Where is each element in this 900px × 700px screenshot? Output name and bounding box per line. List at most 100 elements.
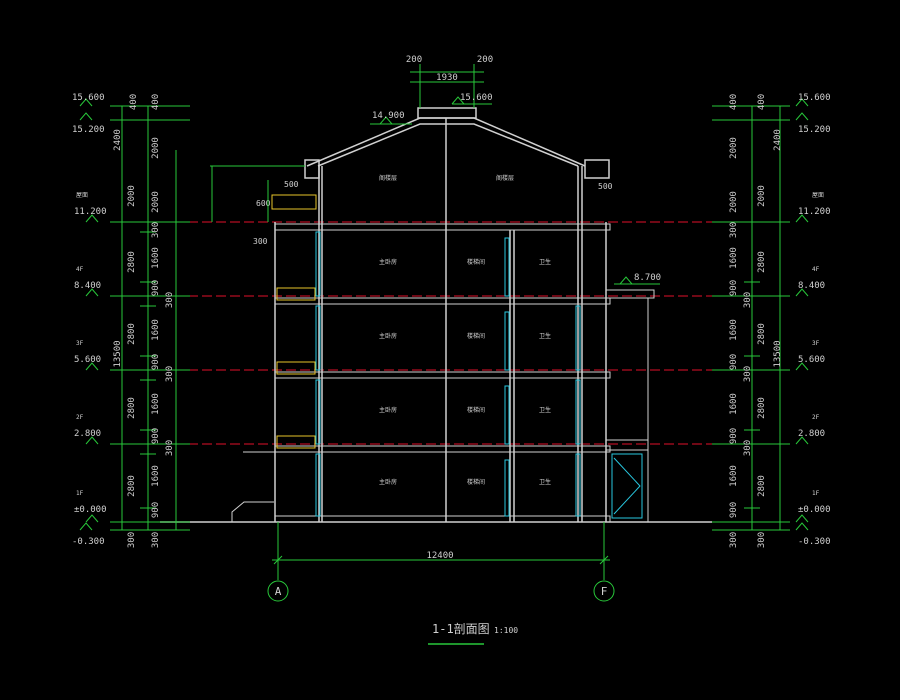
room-label: 卫生 xyxy=(539,332,551,340)
room-labels: 阁楼层 阁楼层 主卧房 楼梯间 卫生 主卧房 楼梯间 卫生 主卧房 楼梯间 卫生… xyxy=(379,174,551,486)
left-level-markers xyxy=(79,98,99,531)
dim-text: 300 xyxy=(151,532,161,548)
roof-dim-middle: 1930 xyxy=(436,73,458,83)
entrance-steps xyxy=(231,451,275,522)
dim-text: 2800 xyxy=(757,397,767,419)
level-name: 4F xyxy=(76,266,84,273)
dim-text: 2000 xyxy=(151,137,161,159)
roof xyxy=(304,107,610,522)
dim-text: 300 xyxy=(151,222,161,238)
dim-text: 300 xyxy=(729,222,739,238)
level-name: 3F xyxy=(812,340,820,347)
windows xyxy=(315,231,643,519)
room-label: 阁楼层 xyxy=(496,174,514,182)
overall-height-right: 13500 xyxy=(773,340,783,367)
dim-text: 900 xyxy=(729,280,739,296)
dim-text: 2000 xyxy=(729,191,739,213)
room-label: 楼梯间 xyxy=(467,258,485,266)
level-value: 11.200 xyxy=(74,207,107,217)
roof-elevation-markers xyxy=(370,96,492,125)
dim-text: 2800 xyxy=(757,475,767,497)
right-vertical-dim-text: 400 2000 2000 300 1600 900 300 1600 900 … xyxy=(729,94,783,548)
roof-dimensions xyxy=(410,64,484,108)
canopy-level: 8.700 xyxy=(634,273,661,283)
dim-text: 300 xyxy=(729,532,739,548)
dim-text: 1600 xyxy=(729,465,739,487)
eave-level: 14.900 xyxy=(372,111,405,121)
drawing-scale: 1:100 xyxy=(494,626,518,635)
level-value: 11.200 xyxy=(798,207,831,217)
dim-text: 1600 xyxy=(151,465,161,487)
dim-text: 2800 xyxy=(757,323,767,345)
total-width-dim: 12400 xyxy=(426,551,453,561)
dim-text: 2800 xyxy=(127,251,137,273)
level-value: 5.600 xyxy=(74,355,101,365)
dim-text: 400 xyxy=(757,94,767,110)
dim-text: 1600 xyxy=(729,247,739,269)
ridge-level: 15.600 xyxy=(460,93,493,103)
axis-bubble-a xyxy=(267,580,289,602)
dim-text: 300 xyxy=(165,440,175,456)
floor-slabs xyxy=(274,223,655,523)
room-label: 楼梯间 xyxy=(467,478,485,486)
dim-text: 2000 xyxy=(729,137,739,159)
drawing-title: 1-1剖面图 xyxy=(432,622,490,636)
dim-text: 2800 xyxy=(127,323,137,345)
level-value: 15.600 xyxy=(72,93,105,103)
dim-text: 2800 xyxy=(127,475,137,497)
dim-text: 300 xyxy=(743,366,753,382)
axis-lines xyxy=(267,522,615,602)
building-envelope xyxy=(160,166,712,523)
left-dimension-lines xyxy=(110,105,190,531)
level-name: 屋面 xyxy=(812,192,824,199)
level-name: 4F xyxy=(812,266,820,273)
dim-text: 300 xyxy=(165,292,175,308)
dim-text: 300 xyxy=(743,440,753,456)
room-label: 主卧房 xyxy=(379,258,397,266)
axis-bubble-f xyxy=(593,580,615,602)
level-value: -0.300 xyxy=(72,537,105,547)
dim-text: 900 xyxy=(151,280,161,296)
overall-height-left: 13500 xyxy=(113,340,123,367)
dim-text: 900 xyxy=(151,354,161,370)
level-value: 5.600 xyxy=(798,355,825,365)
dim-text: 2800 xyxy=(757,251,767,273)
roof-dim-left: 200 xyxy=(406,55,422,65)
level-name: 3F xyxy=(76,340,84,347)
dim-text: 1600 xyxy=(729,319,739,341)
level-value: 8.400 xyxy=(74,281,101,291)
right-level-markers xyxy=(795,98,809,531)
level-value: 15.200 xyxy=(72,125,105,135)
level-name: 屋面 xyxy=(76,192,88,199)
left-vertical-dim-text: 400 2400 2000 2800 2800 2800 2800 300 13… xyxy=(113,94,175,548)
canopy-elevation-marker xyxy=(614,276,660,285)
dim-text: 900 xyxy=(151,502,161,518)
room-label: 卫生 xyxy=(539,258,551,266)
dim-text: 2000 xyxy=(757,185,767,207)
roof-dim-right: 200 xyxy=(477,55,493,65)
dim-text: 300 xyxy=(757,532,767,548)
dim-text: 2400 xyxy=(773,129,783,151)
axis-label-f: F xyxy=(601,585,608,598)
parapet-dim-lines xyxy=(210,165,305,222)
dim-text: 400 xyxy=(151,94,161,110)
right-dimension-lines xyxy=(712,105,790,531)
dim-text: 400 xyxy=(729,94,739,110)
right-level-labels: 15.600 15.200 屋面 11.200 4F 8.400 3F 5.60… xyxy=(798,93,831,547)
axis-label-a: A xyxy=(275,585,282,598)
dim-text: 900 xyxy=(151,428,161,444)
level-value: -0.300 xyxy=(798,537,831,547)
room-label: 主卧房 xyxy=(379,406,397,414)
dim-text: 400 xyxy=(129,94,139,110)
level-name: 1F xyxy=(812,490,820,497)
left-level-labels: 15.600 15.200 屋面 11.200 4F 8.400 3F 5.60… xyxy=(72,93,107,547)
level-value: 2.800 xyxy=(74,429,101,439)
room-label: 阁楼层 xyxy=(379,174,397,182)
room-label: 卫生 xyxy=(539,406,551,414)
dim-text: 2000 xyxy=(127,185,137,207)
dim-300: 300 xyxy=(253,237,268,246)
dim-text: 300 xyxy=(165,366,175,382)
dim-text: 2000 xyxy=(151,191,161,213)
dim-500-left: 500 xyxy=(284,180,299,189)
